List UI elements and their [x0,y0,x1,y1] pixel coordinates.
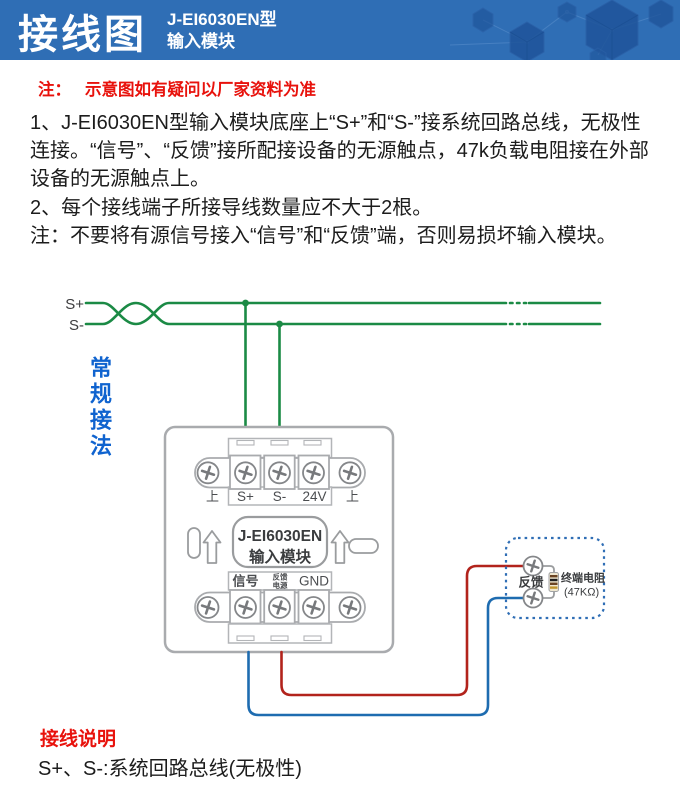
resistor-leads [543,565,555,599]
page-title: 接线图 [18,13,147,57]
header-decoration-cubes [449,0,674,60]
terminal-label-feedback-small: 反馈 [273,572,288,582]
screw-icon [301,595,326,620]
screw-icon [267,460,292,485]
model-name: J-EI6030EN型 输入模块 [167,9,277,52]
junction-dot-s-plus [242,299,249,307]
signal-wire [247,596,525,717]
model-line1: J-EI6030EN型 [167,10,277,29]
screw-icon [301,460,326,485]
module-bottom-strip [227,623,333,644]
screw-icon [233,595,258,620]
resistor-name-label: 终端电阻 [561,571,605,585]
screw-icon [267,595,292,620]
terminal-label-mount-left: 上 [206,489,219,504]
terminal-label-power-small: 电源 [273,580,288,590]
feedback-box-label: 反馈 [518,575,544,590]
screw-icon [196,460,220,485]
screw-icon [522,555,544,577]
instruction-note: 注：不要将有源信号接入“信号”和“反馈”端，否则易损坏输入模块。 [30,224,617,247]
terminal-label-mount-right: 上 [346,489,359,504]
bus-wire-s-plus [84,301,508,326]
feedback-terminal-box [504,536,606,620]
terminal-label-signal: 信号 [232,574,258,589]
module-slot-right [348,538,379,554]
instructions: 1、J-EI6030EN型输入模块底座上“S+”和“S-”接系统回路总线，无极性… [30,109,660,250]
bus-label-s-plus: S+ [65,296,84,313]
top-note-prefix: 注： [38,81,71,99]
screw-icon [338,595,362,620]
terminal-label-s-minus: S- [273,489,287,504]
bus-wire-s-minus [84,301,508,326]
module-name-line2: 输入模块 [249,547,312,566]
terminal-label-24v: 24V [302,489,326,504]
footer-title: 接线说明 [40,729,117,750]
top-note: 注： 示意图如有疑问以厂家资料为准 [38,76,316,100]
top-note-text: 示意图如有疑问以厂家资料为准 [85,81,316,99]
screw-icon [338,460,362,485]
resistor-bands [550,575,558,589]
footer-line: S+、S-:系统回路总线(无极性) [38,758,302,780]
model-line2: 输入模块 [167,31,235,51]
module-slot-left [187,527,201,559]
feedback-wire [280,564,525,697]
junction-dot-s-minus [276,320,283,328]
screw-icon [196,595,220,620]
header-bar: 接线图 J-EI6030EN型 输入模块 [0,0,680,60]
wiring-diagram: S+ S- 上 S+ S- 24V 上 J-EI6030EN 输入模块 [65,296,606,717]
bus-label-s-minus: S- [69,317,84,334]
module-name-line1: J-EI6030EN [238,528,322,545]
decoration-cube-edges [509,14,639,60]
module-nameplate [231,515,329,569]
terminal-label-gnd: GND [299,574,329,589]
instruction-2: 2、每个接线端子所接导线数量应不大于2根。 [30,196,433,219]
screw-icon [522,587,544,609]
terminal-label-s-plus: S+ [237,489,254,504]
screw-icon [233,460,258,485]
instruction-1: 1、J-EI6030EN型输入模块底座上“S+”和“S-”接系统回路总线，无极性… [30,112,649,191]
resistor-value-label: (47KΩ) [564,587,599,599]
wiring-method-label: 常规接法 [87,356,112,460]
